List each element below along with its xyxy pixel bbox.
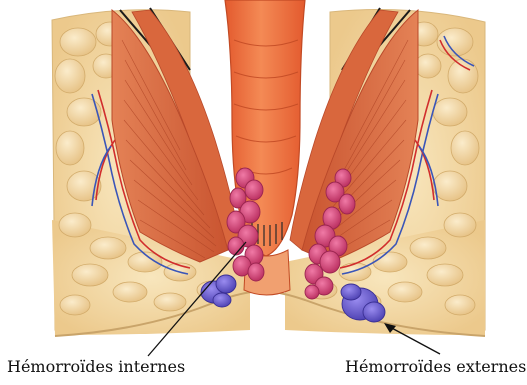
label-internal-hemorrhoids: Hémorroïdes internes [7, 357, 185, 376]
label-external-hemorrhoids: Hémorroïdes externes [345, 357, 526, 376]
